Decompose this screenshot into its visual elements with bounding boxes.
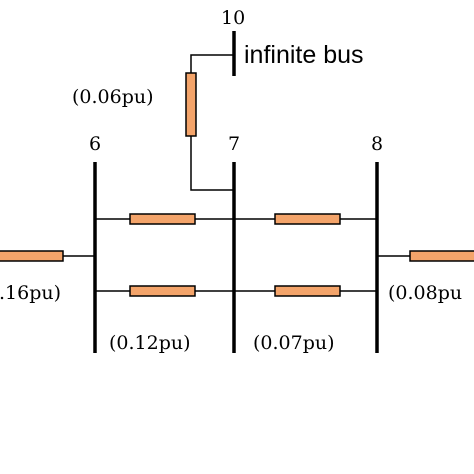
resistor-6-7-lower — [129, 285, 196, 297]
bus-10-label: 10 — [221, 7, 245, 29]
line-10-7-wire — [190, 54, 234, 191]
impedance-10-7-label: (0.06pu) — [72, 86, 154, 108]
resistor-right — [409, 250, 474, 262]
resistor-left — [0, 250, 64, 262]
impedance-6-7-label: (0.12pu) — [109, 332, 191, 354]
resistor-10-7 — [185, 72, 197, 137]
infinite-bus-label: infinite bus — [244, 41, 364, 69]
bus-6-label: 6 — [89, 133, 101, 155]
bus-8-label: 8 — [371, 133, 383, 155]
impedance-right-label: (0.08pu — [388, 282, 462, 304]
impedance-7-8-label: (0.07pu) — [253, 332, 335, 354]
resistor-7-8-lower — [274, 285, 341, 297]
resistor-7-8-upper — [274, 213, 341, 225]
resistor-6-7-upper — [129, 213, 196, 225]
bus-7-label: 7 — [228, 133, 240, 155]
impedance-left-label: .16pu) — [0, 282, 61, 304]
